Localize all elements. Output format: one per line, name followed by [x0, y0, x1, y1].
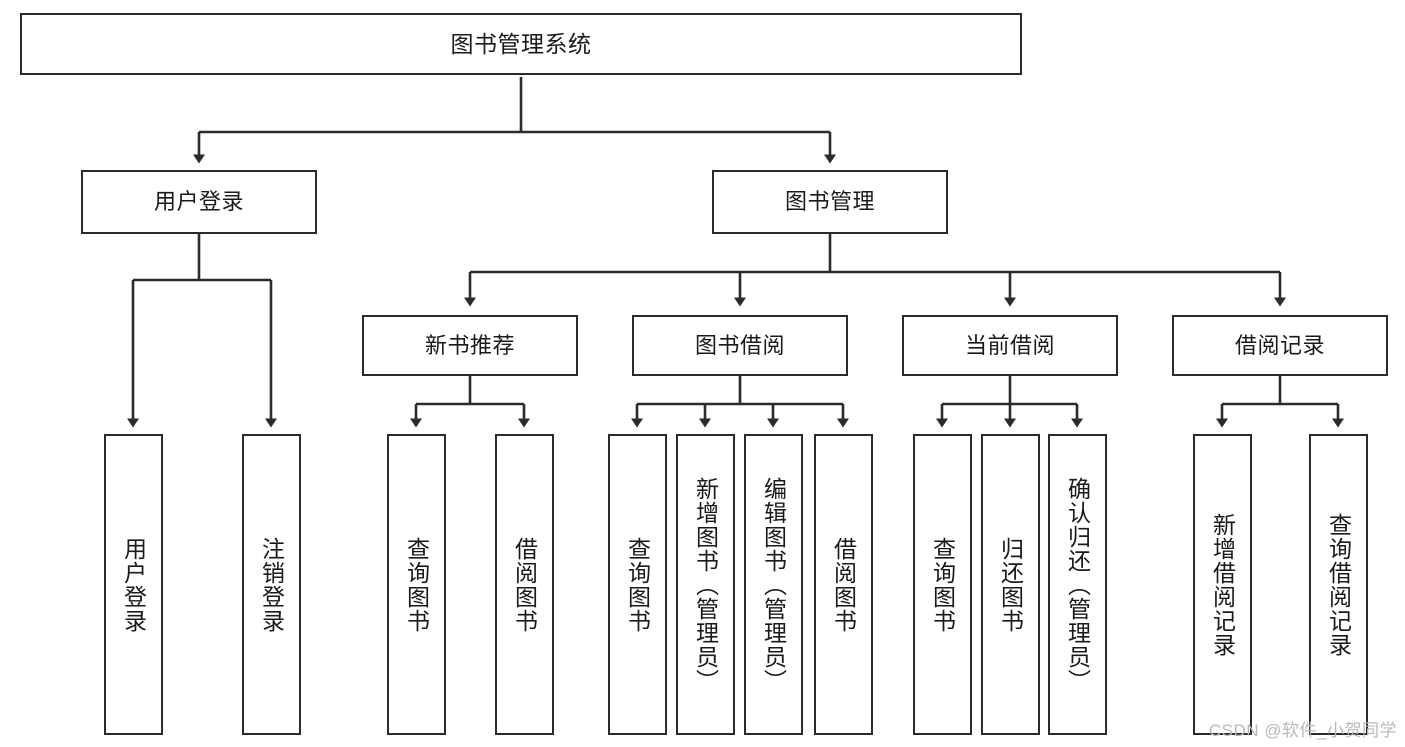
node-root-system[interactable]: 图书管理系统 — [20, 13, 1022, 75]
node-label: 借阅图书 — [511, 536, 538, 633]
node-leaf-query-book-2[interactable]: 查询图书 — [608, 434, 667, 735]
node-new-book-rec[interactable]: 新书推荐 — [362, 315, 578, 376]
node-leaf-query-book-3[interactable]: 查询图书 — [913, 434, 972, 735]
node-label: 查询借阅记录 — [1325, 512, 1352, 657]
node-leaf-borrow-book-2[interactable]: 借阅图书 — [814, 434, 873, 735]
node-leaf-return-book[interactable]: 归还图书 — [981, 434, 1040, 735]
node-label: 注销登录 — [258, 536, 285, 633]
node-leaf-confirm-return[interactable]: 确认归还（管理员） — [1048, 434, 1107, 735]
node-leaf-user-login[interactable]: 用户登录 — [104, 434, 163, 735]
node-label: 新增图书（管理员） — [692, 476, 719, 693]
node-leaf-add-book[interactable]: 新增图书（管理员） — [676, 434, 735, 735]
node-book-borrow[interactable]: 图书借阅 — [632, 315, 848, 376]
node-leaf-query-record[interactable]: 查询借阅记录 — [1309, 434, 1368, 735]
node-label: 图书管理系统 — [450, 30, 592, 57]
node-label: 查询图书 — [403, 536, 430, 633]
node-leaf-edit-book[interactable]: 编辑图书（管理员） — [744, 434, 803, 735]
node-label: 当前借阅 — [964, 332, 1055, 358]
node-user-login[interactable]: 用户登录 — [81, 170, 317, 234]
node-label: 新书推荐 — [424, 332, 515, 358]
node-label: 查询图书 — [624, 536, 651, 633]
node-borrow-record[interactable]: 借阅记录 — [1172, 315, 1388, 376]
node-label: 归还图书 — [997, 536, 1024, 633]
node-leaf-query-book-1[interactable]: 查询图书 — [387, 434, 446, 735]
node-current-borrow[interactable]: 当前借阅 — [902, 315, 1118, 376]
node-label: 用户登录 — [153, 189, 244, 215]
node-label: 图书借阅 — [694, 332, 785, 358]
node-label: 查询图书 — [929, 536, 956, 633]
node-book-manage[interactable]: 图书管理 — [712, 170, 948, 234]
node-label: 借阅图书 — [830, 536, 857, 633]
node-label: 编辑图书（管理员） — [760, 476, 787, 693]
node-leaf-add-record[interactable]: 新增借阅记录 — [1193, 434, 1252, 735]
node-label: 新增借阅记录 — [1209, 512, 1236, 657]
node-leaf-user-logout[interactable]: 注销登录 — [242, 434, 301, 735]
node-label: 借阅记录 — [1234, 332, 1325, 358]
node-label: 用户登录 — [120, 536, 147, 633]
node-label: 确认归还（管理员） — [1064, 476, 1091, 693]
csdn-watermark: CSDN @软件_小贺同学 — [1208, 721, 1397, 740]
node-label: 图书管理 — [784, 189, 875, 215]
node-leaf-borrow-book-1[interactable]: 借阅图书 — [495, 434, 554, 735]
